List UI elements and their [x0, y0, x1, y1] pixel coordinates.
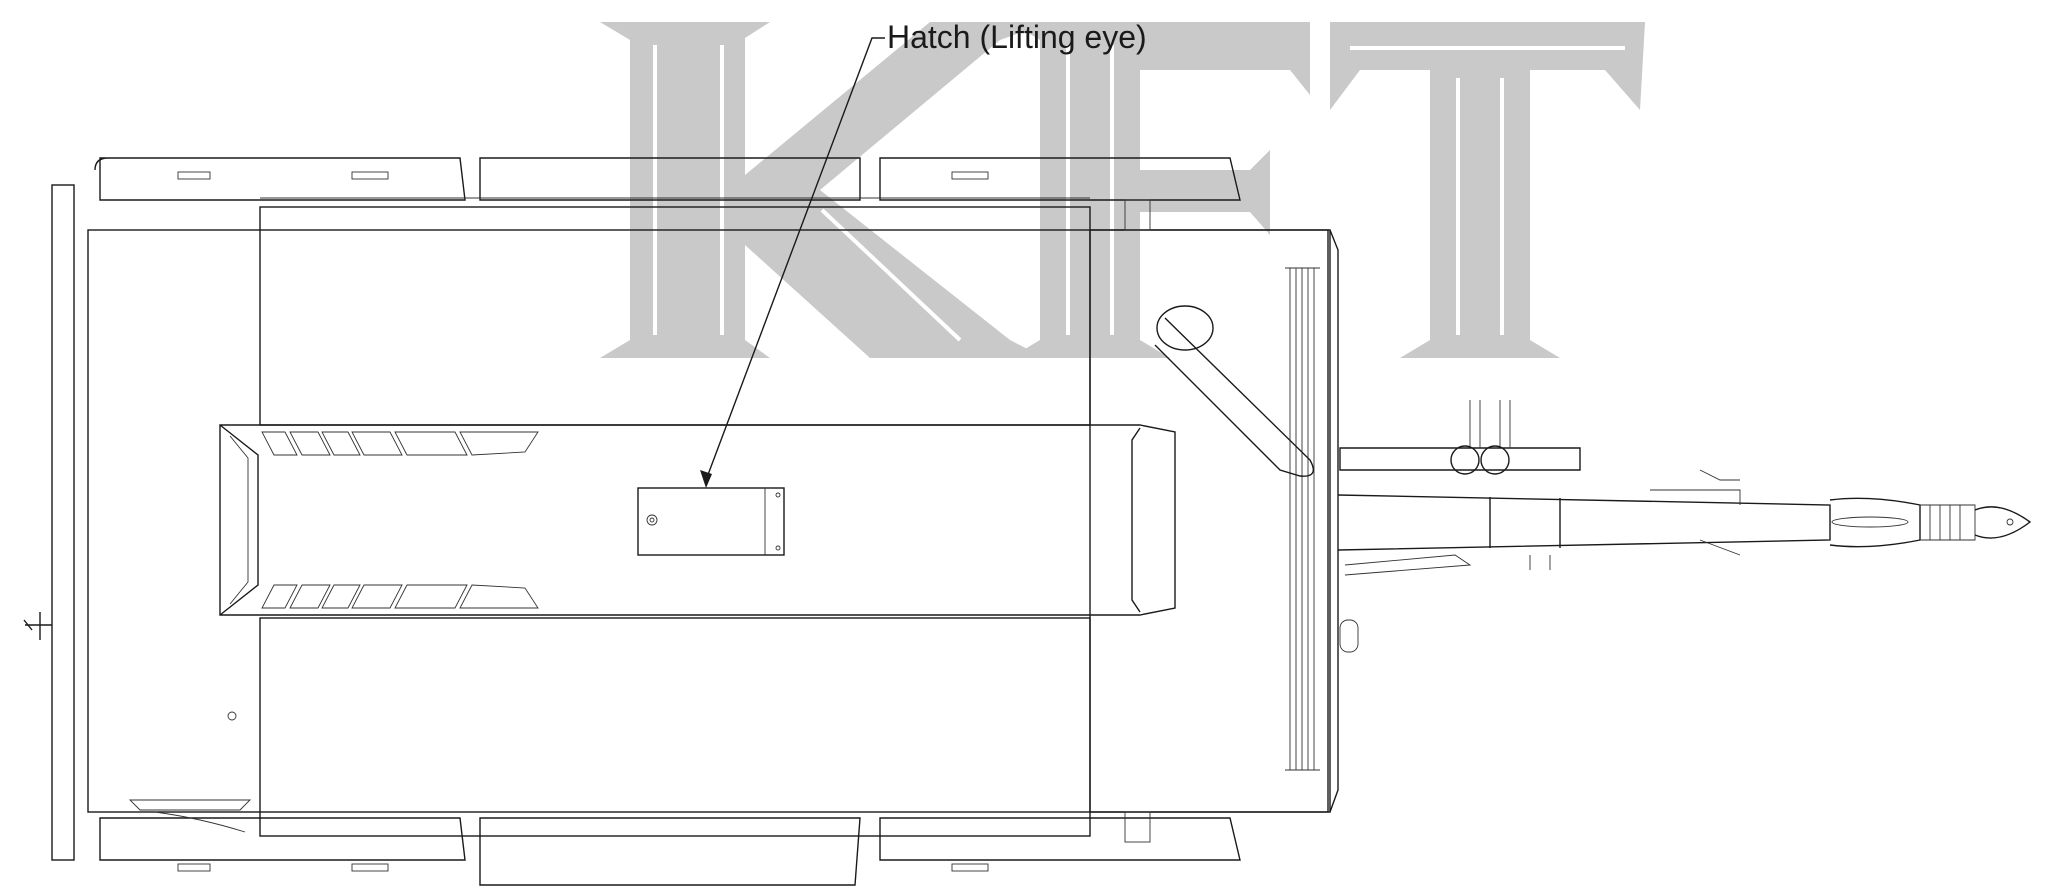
exhaust-pipe [1154, 305, 1314, 477]
channel-slots-top [261, 431, 539, 456]
channel-slots-bottom [261, 584, 539, 609]
hatch-leader-line [705, 37, 885, 481]
watermark-letter-k [600, 22, 1050, 358]
watermark-logo [600, 22, 1645, 358]
rear-handle [23, 612, 52, 640]
front-housing [1089, 229, 1331, 813]
hatch-label: Hatch (Lifting eye) [887, 19, 1147, 55]
drawbar [1337, 400, 2032, 576]
fenders-bottom [99, 817, 1241, 886]
fenders-top [94, 157, 1241, 201]
watermark-letter-t [1330, 22, 1645, 358]
hatch-leader-arrow [700, 470, 712, 488]
lower-deck [259, 617, 1091, 837]
trailer-outline [23, 157, 2032, 886]
watermark-letter-f [1010, 22, 1310, 358]
rear-bumper [51, 184, 75, 861]
hatch-lifting-eye [637, 487, 785, 556]
main-frame [87, 229, 1329, 813]
